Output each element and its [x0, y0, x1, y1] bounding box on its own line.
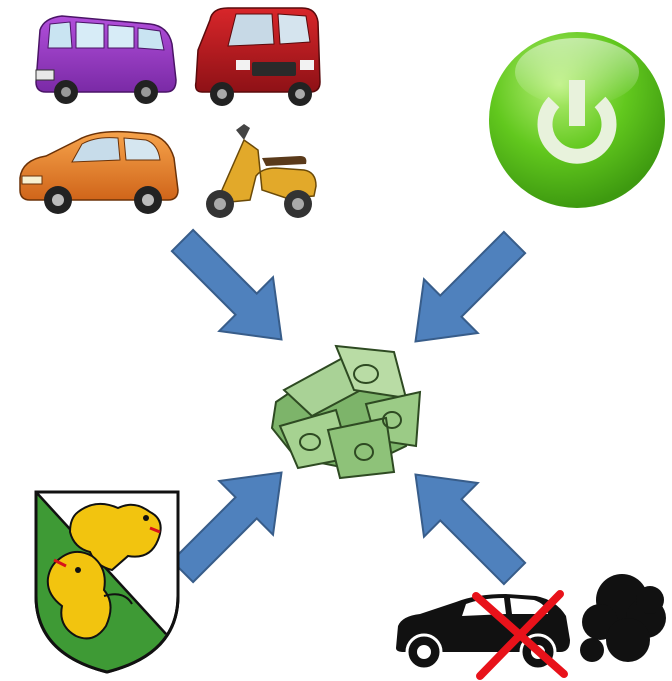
lower-lion: [46, 550, 133, 640]
power-button-icon: [489, 32, 665, 208]
minibus-icon: [20, 6, 182, 114]
vehicles-cluster: [14, 4, 324, 226]
van-icon: [190, 4, 324, 112]
forbid-cross-icon: [472, 590, 568, 680]
money-pile-icon: [270, 344, 422, 480]
arrow-coat-to-money: [170, 471, 283, 584]
car-icon: [14, 124, 182, 224]
scooter-icon: [196, 118, 322, 226]
arrow-emission-to-money: [414, 473, 527, 586]
exhaust-smoke-icon: [580, 574, 666, 662]
coat-of-arms-icon: [34, 490, 180, 674]
car-emission-icon: [396, 574, 666, 680]
arrows: [170, 228, 527, 586]
upper-lion: [68, 502, 162, 572]
arrow-power-to-money: [414, 230, 527, 343]
arrow-vehicles-to-money: [170, 228, 283, 341]
